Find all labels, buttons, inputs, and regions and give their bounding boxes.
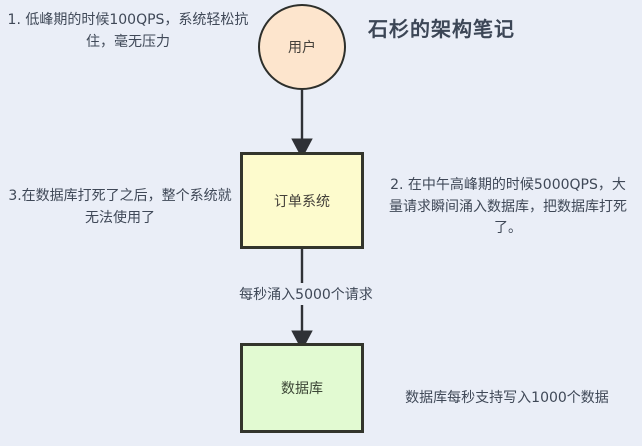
annotation-system-down: 3.在数据库打死了之后，整个系统就无法使用了 [8,188,232,226]
page-title: 石杉的架构笔记 [368,17,515,41]
annotation-db-capacity: 数据库每秒支持写入1000个数据 [405,390,609,406]
node-user[interactable]: 用户 [258,4,346,90]
node-database-label: 数据库 [281,381,323,397]
node-database[interactable]: 数据库 [240,343,364,433]
node-user-label: 用户 [288,40,316,56]
node-order-system[interactable]: 订单系统 [240,152,364,249]
annotation-high-peak: 2. 在中午高峰期的时候5000QPS，大量请求瞬间涌入数据库，把数据库打死了。 [389,177,627,237]
annotation-low-peak: 1. 低峰期的时候100QPS，系统轻松抗住，毫无压力 [7,12,249,50]
node-order-system-label: 订单系统 [274,193,330,210]
edge-order-to-db-label: 每秒涌入5000个请求 [222,283,390,305]
